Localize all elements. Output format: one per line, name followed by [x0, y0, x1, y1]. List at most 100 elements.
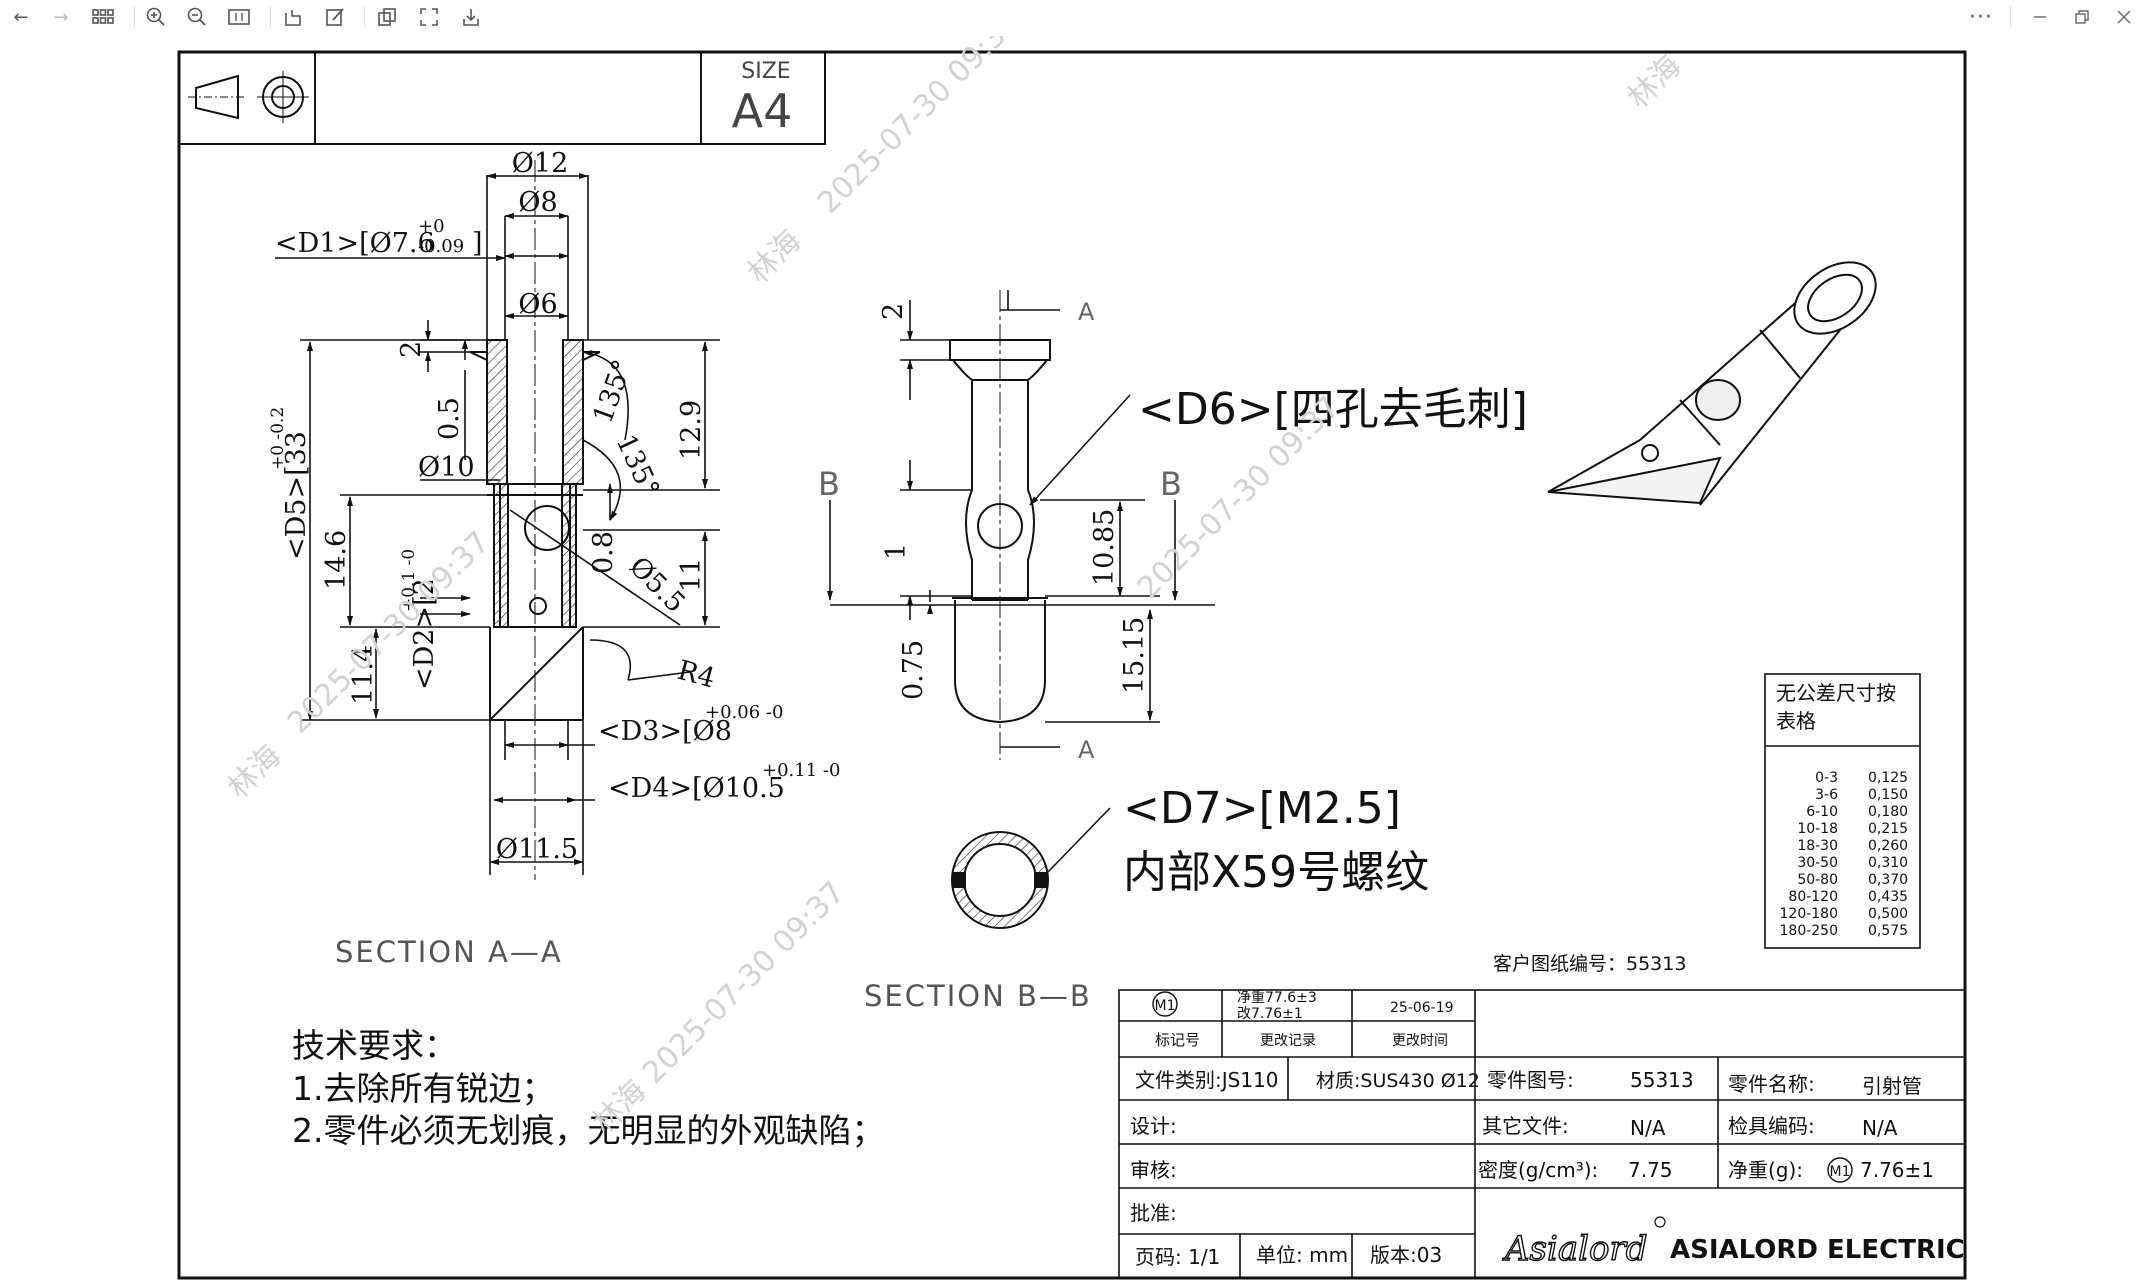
dim-d1: <D1>[Ø7.6	[275, 228, 435, 259]
close-icon[interactable]	[2109, 4, 2139, 30]
svg-text:2025-07-30 09:37: 2025-07-30 09:37	[281, 525, 497, 741]
dim-d11-5: Ø11.5	[496, 834, 578, 865]
tolerance-range: 0-3	[1815, 770, 1838, 786]
marker-a-bottom: A	[1078, 736, 1095, 764]
file-type: 文件类别:JS110	[1135, 1068, 1279, 1092]
zoom-in-icon[interactable]	[141, 4, 171, 30]
dim-14-6: 14.6	[321, 530, 352, 590]
design-label: 设计:	[1130, 1114, 1177, 1138]
marker-a-top: A	[1078, 298, 1095, 326]
forward-icon[interactable]: →	[53, 6, 69, 28]
dim-0-75: 0.75	[898, 640, 929, 700]
rev-mark-m1: M1	[1155, 998, 1176, 1014]
watermarks: 林海 2025-07-30 09:37 林海 2025-07-30 09:37 …	[221, 36, 1688, 1141]
dim-d3-tol: +0.06 -0	[705, 702, 783, 723]
restore-icon[interactable]	[2067, 4, 2097, 30]
zoom-out-icon[interactable]	[182, 4, 212, 30]
tolerance-value: 0,310	[1868, 855, 1908, 871]
dim-mid-1: 1	[881, 543, 912, 560]
ellipsis-icon[interactable]: ···	[1969, 4, 1993, 30]
tolerance-range: 6-10	[1806, 804, 1838, 820]
rotate-icon[interactable]	[278, 4, 308, 30]
tolerance-value: 0,260	[1868, 838, 1908, 854]
dim-d12: Ø12	[512, 148, 569, 179]
tolerance-table: 无公差尺寸按 表格	[1764, 673, 1921, 949]
projection-symbol	[178, 51, 316, 145]
note-d7: <D7>[M2.5]	[1123, 783, 1401, 834]
note-d7-thread: 内部X59号螺纹	[1123, 847, 1429, 898]
asialord-electric-text: ASIALORD ELECTRIC	[1670, 1235, 1965, 1265]
svg-text:林海: 林海	[221, 738, 288, 805]
dim-d2-tol: +0.1 -0	[399, 549, 419, 612]
tech-req-item-1: 1.去除所有锐边；	[292, 1069, 555, 1108]
svg-text:2025-07-30 09:37: 2025-07-30 09:37	[636, 875, 852, 1091]
size-label: SIZE	[741, 59, 790, 84]
dim-d1-tol-dn: -0.09	[418, 236, 464, 257]
material: 材质:SUS430 Ø12	[1316, 1070, 1480, 1092]
dim-d4-tol: +0.11 -0	[762, 760, 840, 781]
dim-mid-2: 2	[878, 303, 909, 320]
marker-b-left: B	[818, 465, 840, 503]
side-view	[949, 339, 1051, 724]
customer-drawing-no: 客户图纸编号：55313	[1493, 953, 1686, 975]
dim-d8: Ø8	[518, 187, 557, 218]
change-time-header: 更改时间	[1392, 1033, 1448, 1049]
viewer-toolbar: ← → ···	[0, 0, 2144, 36]
marker-b-right: B	[1160, 465, 1182, 503]
part-name: 引射管	[1862, 1074, 1922, 1098]
approve-label: 批准:	[1130, 1201, 1177, 1225]
tolerance-range: 180-250	[1780, 923, 1839, 939]
fit-width-icon[interactable]	[224, 4, 254, 30]
tolerance-range: 120-180	[1780, 906, 1839, 922]
net-weight-value: 7.76±1	[1860, 1158, 1934, 1182]
change-record-header: 更改记录	[1260, 1033, 1316, 1049]
dim-11: 11	[676, 558, 707, 592]
edit-icon[interactable]	[320, 4, 350, 30]
gauge-code: N/A	[1862, 1116, 1898, 1140]
part-name-label: 零件名称:	[1728, 1072, 1815, 1096]
dim-d6: Ø6	[518, 289, 557, 320]
download-icon[interactable]	[456, 4, 486, 30]
tolerance-range: 80-120	[1788, 889, 1838, 905]
svg-text:Asialord: Asialord	[1502, 1229, 1648, 1269]
drawing-sheet: SIZE A4	[0, 36, 2144, 1280]
isometric-part-view	[1547, 261, 1877, 506]
rev-net-weight: 净重77.6±3	[1237, 990, 1317, 1006]
density-label: 密度(g/cm³):	[1478, 1158, 1598, 1182]
net-weight-label: 净重(g):	[1728, 1158, 1803, 1182]
other-files: N/A	[1630, 1116, 1666, 1140]
size-value: A4	[732, 84, 793, 138]
section-bb-label: SECTION B—B	[864, 979, 1092, 1013]
dim-12-9: 12.9	[676, 400, 707, 460]
part-no-label: 零件图号:	[1487, 1068, 1574, 1092]
rev-date: 25-06-19	[1390, 1000, 1454, 1016]
tolerance-title-1: 无公差尺寸按	[1776, 681, 1896, 705]
tolerance-value: 0,370	[1868, 872, 1908, 888]
dim-d1-tol-up: +0	[418, 216, 445, 237]
svg-text:林海: 林海	[1621, 48, 1688, 115]
copy-icon[interactable]	[372, 4, 402, 30]
tolerance-range: 30-50	[1797, 855, 1838, 871]
dim-d5: <D5>[33	[281, 431, 312, 560]
section-aa-label: SECTION A—A	[335, 935, 563, 969]
minimize-icon[interactable]	[2025, 4, 2055, 30]
asialord-logo: Asialord ASIALORD ELECTRIC	[1501, 1216, 1965, 1270]
part-no: 55313	[1630, 1068, 1694, 1092]
back-icon[interactable]: ←	[13, 6, 29, 28]
tolerance-value: 0,125	[1868, 770, 1908, 786]
dim-r4: R4	[674, 655, 718, 695]
dim-d2: <D2>[2	[409, 578, 440, 690]
grid-icon[interactable]	[88, 4, 118, 30]
fullscreen-icon[interactable]	[414, 4, 444, 30]
tolerance-range: 18-30	[1797, 838, 1838, 854]
thread-ring-section	[951, 807, 1111, 929]
tolerance-value: 0,150	[1868, 787, 1908, 803]
tolerance-value: 0,435	[1868, 889, 1908, 905]
density-value: 7.75	[1628, 1158, 1673, 1182]
tolerance-value: 0,575	[1868, 923, 1908, 939]
tolerance-value: 0,500	[1868, 906, 1908, 922]
dim-135-a: 135°	[587, 356, 638, 428]
sheet-border	[177, 50, 1967, 1280]
tolerance-range: 3-6	[1815, 787, 1838, 803]
mark-no-header: 标记号	[1155, 1031, 1200, 1049]
